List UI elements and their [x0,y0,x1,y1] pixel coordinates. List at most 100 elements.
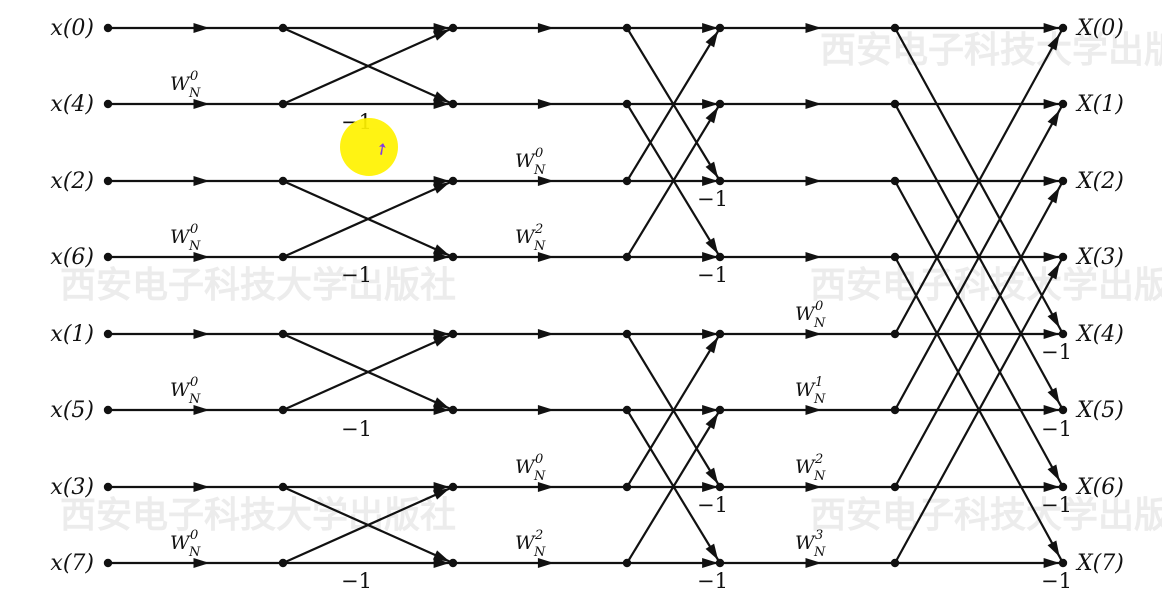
arrow-head [193,176,210,186]
twiddle-subscript: N [188,86,201,101]
arrow-head [702,329,719,339]
arrow-head [702,99,719,109]
twiddle-subscript: N [533,163,546,178]
twiddle-base: W [170,532,191,554]
output-label: X(0) [1075,16,1124,41]
twiddle-exponent: 0 [190,222,198,237]
output-label: X(3) [1075,245,1124,270]
arrow-head [705,107,719,124]
arrow-head [705,237,719,254]
minus-one-label: −1 [1041,493,1072,517]
node-dot [278,558,288,568]
minus-one-label: −1 [1041,340,1072,364]
twiddle-base: W [170,73,191,95]
arrow-head [705,161,719,178]
arrow-head [1047,263,1060,280]
twiddle-subscript: N [533,469,546,484]
pointer-icon: ➚ [370,136,393,161]
arrow-head [1043,405,1060,415]
node-dot [448,329,458,339]
twiddle-base: W [170,226,191,248]
twiddle-subscript: N [533,545,546,560]
arrow-head [1047,187,1060,204]
arrow-head [193,482,210,492]
node-dots [103,23,1068,568]
arrow-head [805,99,822,109]
arrow-head [1043,23,1060,33]
input-label: x(5) [50,398,94,423]
twiddle-subscript: N [813,316,826,331]
node-dot [890,99,900,109]
twiddle-base: W [515,150,536,172]
arrow-head [1043,252,1060,262]
node-dot [890,176,900,186]
node-dot [103,329,113,339]
node-dot [1058,176,1068,186]
arrow-head [193,558,210,568]
input-label: x(7) [50,551,94,576]
node-dot [448,482,458,492]
node-dot [103,176,113,186]
node-dot [278,405,288,415]
output-label: X(1) [1075,92,1124,117]
node-dot [1058,482,1068,492]
node-dot [278,329,288,339]
output-label: X(7) [1075,551,1124,576]
arrow-head [537,99,554,109]
node-dot [622,252,632,262]
flow-line [626,27,721,182]
twiddle-base: W [515,456,536,478]
arrow-head [1047,464,1060,481]
arrow-head [537,405,554,415]
node-dot [103,99,113,109]
twiddle-exponent: 2 [534,528,543,543]
io-labels: x(0)X(0)x(4)X(1)x(2)X(2)x(6)X(3)x(1)X(4)… [50,16,1123,576]
node-dot [1058,329,1068,339]
node-dot [103,23,113,33]
minus-one-label: −1 [341,417,372,441]
node-dot [622,405,632,415]
output-label: X(2) [1075,169,1124,194]
arrow-head [1043,99,1060,109]
twiddle-base: W [170,379,191,401]
twiddle-base: W [795,532,816,554]
arrow-head [433,176,450,186]
node-dot [103,405,113,415]
node-dot [715,482,725,492]
twiddle-subscript: N [813,392,826,407]
arrow-head [537,482,554,492]
arrow-head [1047,110,1060,127]
arrow-head [433,329,450,339]
flow-line [626,333,721,488]
node-dot [622,99,632,109]
flow-line [894,103,1064,411]
arrow-head [432,91,450,103]
minus-one-label: −1 [1041,417,1072,441]
twiddle-exponent: 2 [534,222,543,237]
arrow-head [1047,540,1060,557]
minus-one-label: −1 [697,569,728,593]
node-dot [715,252,725,262]
node-dot [448,558,458,568]
node-dot [890,482,900,492]
arrow-head [1043,482,1060,492]
arrow-head [433,558,450,568]
node-dot [1058,23,1068,33]
input-label: x(1) [50,322,94,347]
arrow-head [705,543,719,560]
arrow-head [705,337,719,354]
node-dot [448,23,458,33]
node-dot [622,482,632,492]
twiddle-subscript: N [188,392,201,407]
twiddle-exponent: 0 [190,528,198,543]
arrow-head [702,176,719,186]
arrow-head [1043,558,1060,568]
minus-one-label: −1 [341,263,372,287]
node-dot [890,252,900,262]
